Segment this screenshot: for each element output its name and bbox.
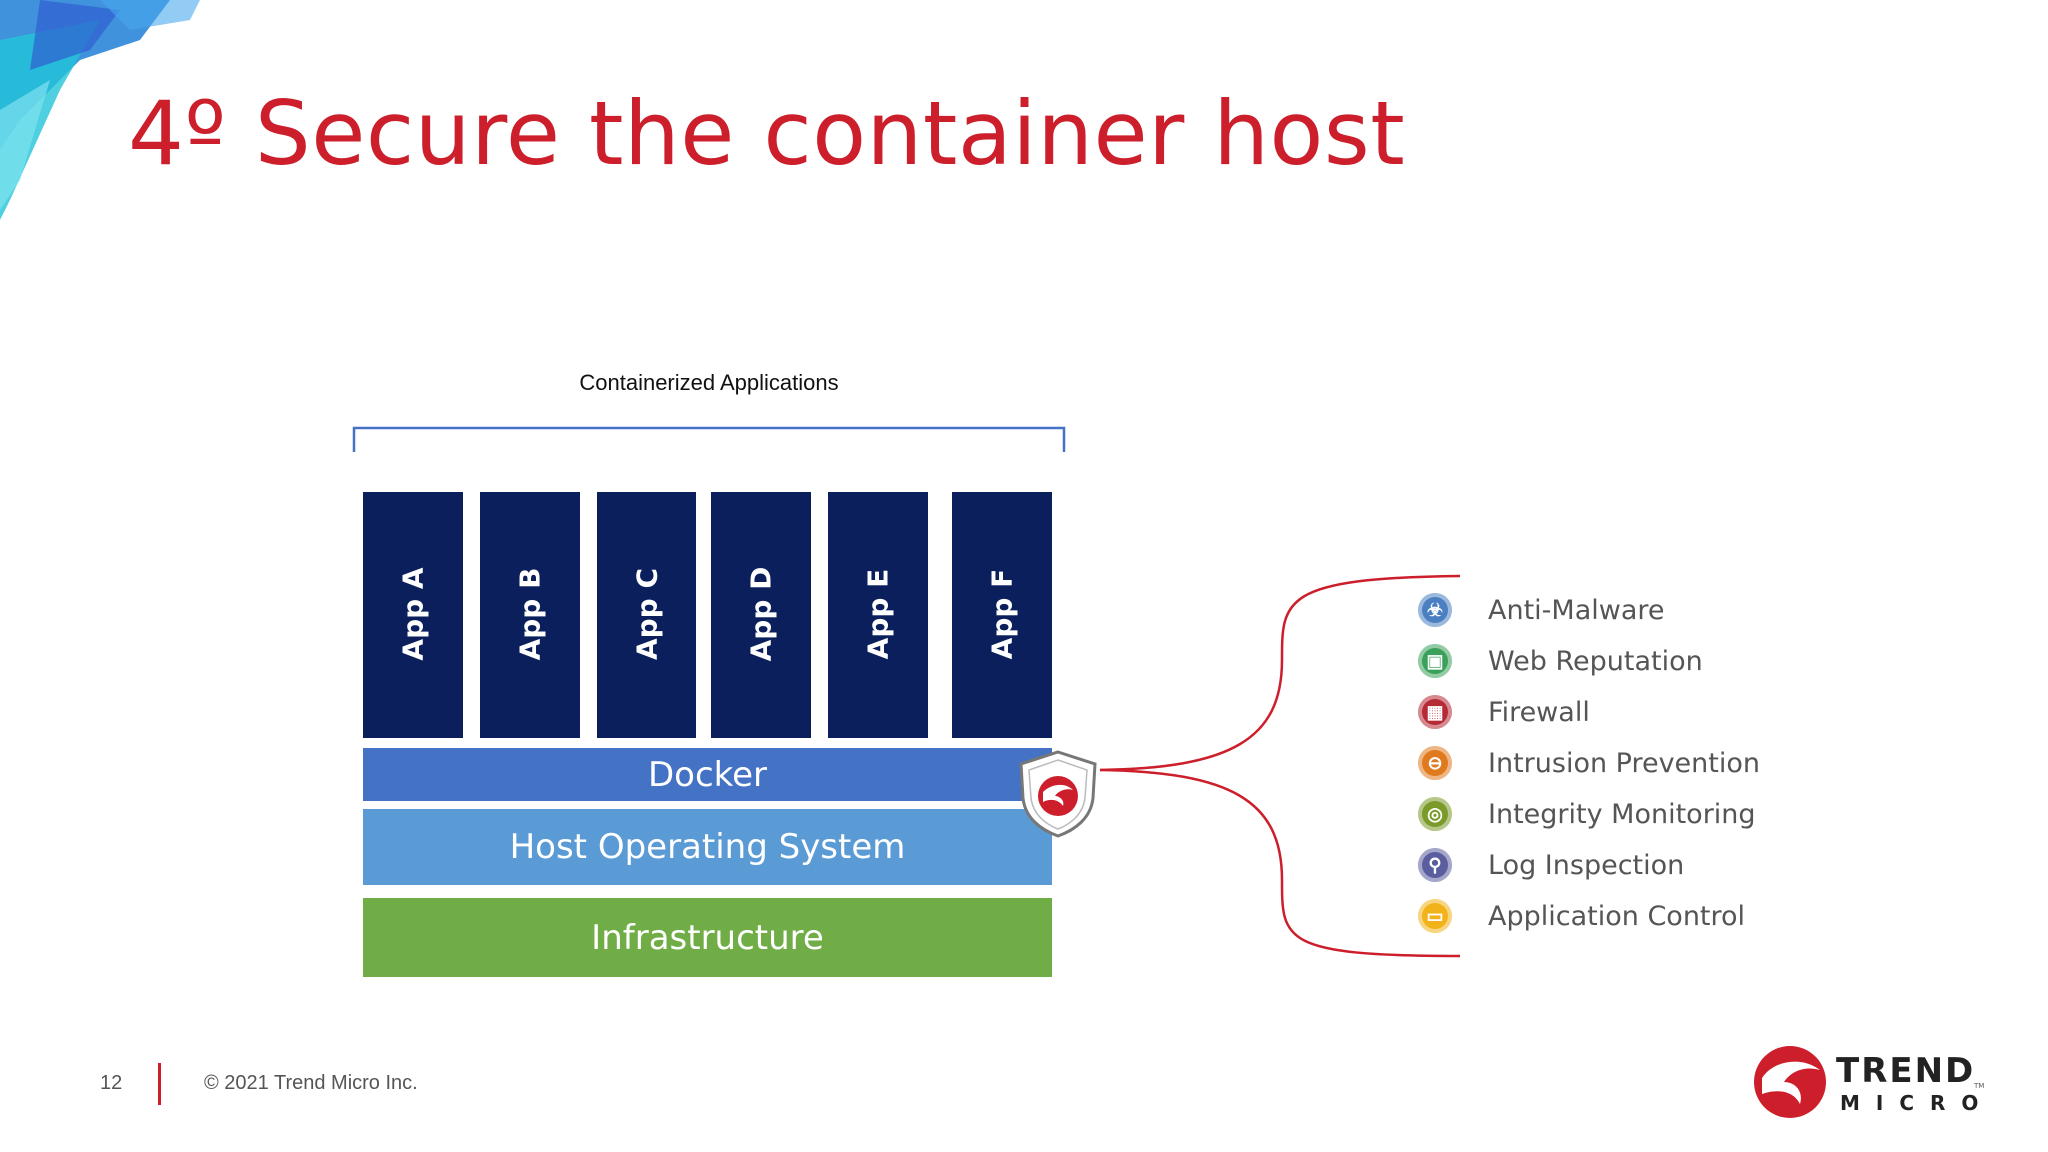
app-column-f: App F — [952, 492, 1052, 738]
docker-layer: Docker — [363, 748, 1052, 801]
app-label: App A — [396, 567, 430, 661]
feature-label: Web Reputation — [1488, 645, 1703, 677]
decorative-splash-graphic — [0, 0, 200, 220]
infrastructure-label: Infrastructure — [591, 917, 824, 958]
feature-item: ◎ Integrity Monitoring — [1418, 794, 1756, 834]
slide-title: 4º Secure the container host — [128, 82, 1406, 185]
apps-bracket — [352, 426, 1066, 452]
feature-label: Firewall — [1488, 696, 1590, 728]
app-column-e: App E — [828, 492, 928, 738]
app-label: App D — [744, 566, 778, 662]
app-column-a: App A — [363, 492, 463, 738]
feature-label: Integrity Monitoring — [1488, 798, 1756, 830]
feature-label: Log Inspection — [1488, 849, 1685, 881]
feature-item: ▭ Application Control — [1418, 896, 1745, 936]
brand-line2: MICRO — [1840, 1091, 1990, 1115]
feature-item: ▦ Firewall — [1418, 692, 1590, 732]
feature-item: ▣ Web Reputation — [1418, 641, 1703, 681]
biohazard-icon: ☣ — [1418, 593, 1452, 627]
app-label: App C — [630, 567, 663, 661]
brick-wall-icon: ▦ — [1418, 695, 1452, 729]
feature-item: ⊖ Intrusion Prevention — [1418, 743, 1760, 783]
feature-brace-upper — [1099, 574, 1461, 772]
trend-micro-logo: TREND MICRO TM — [1754, 1046, 1990, 1118]
fingerprint-icon: ◎ — [1418, 797, 1452, 831]
infrastructure-layer: Infrastructure — [363, 898, 1052, 977]
app-window-icon: ▭ — [1418, 899, 1452, 933]
diagram-caption: Containerized Applications — [579, 370, 839, 395]
app-column-c: App C — [597, 492, 696, 738]
feature-label: Intrusion Prevention — [1488, 747, 1761, 779]
copyright-text: © 2021 Trend Micro Inc. — [204, 1072, 418, 1094]
host-os-label: Host Operating System — [509, 827, 906, 867]
host-os-layer: Host Operating System — [363, 809, 1052, 885]
web-page-icon: ▣ — [1418, 644, 1452, 678]
feature-label: Application Control — [1488, 900, 1746, 932]
app-label: App B — [513, 567, 547, 661]
docker-label: Docker — [647, 754, 768, 795]
feature-brace-lower — [1099, 768, 1461, 958]
trend-micro-shield-icon — [1019, 750, 1097, 838]
magnifier-icon: ⚲ — [1418, 848, 1452, 882]
trademark-mark: TM — [1973, 1082, 1984, 1090]
app-label: App F — [985, 568, 1019, 660]
feature-item: ☣ Anti-Malware — [1418, 590, 1665, 630]
page-number: 12 — [100, 1072, 123, 1094]
feature-item: ⚲ Log Inspection — [1418, 845, 1684, 885]
app-column-b: App B — [480, 492, 580, 738]
brand-line1: TREND — [1836, 1051, 1975, 1091]
feature-label: Anti-Malware — [1488, 594, 1665, 626]
app-label: App E — [861, 568, 895, 660]
intruder-icon: ⊖ — [1418, 746, 1452, 780]
footer-divider — [158, 1063, 161, 1105]
app-column-d: App D — [711, 492, 811, 738]
